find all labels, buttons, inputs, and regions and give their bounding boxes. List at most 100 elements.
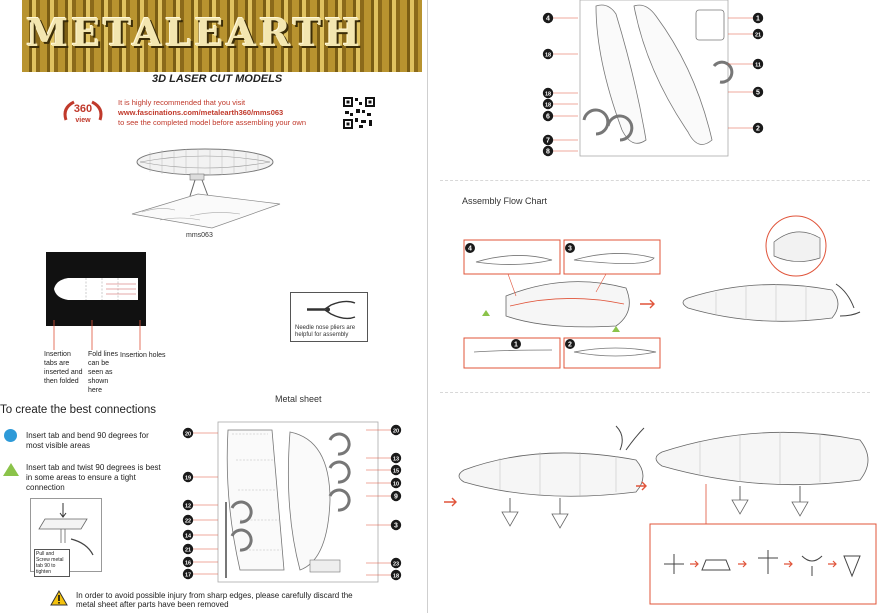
flow-step-number: 2 (568, 341, 572, 348)
flow-step-labels: 4 3 1 2 (465, 243, 575, 349)
part-number-label: 20 (185, 431, 191, 437)
view-360-sub: view (75, 117, 91, 124)
part-number-label: 7 (546, 137, 550, 144)
view-info-url[interactable]: www.fascinations.com/metalearth360/mms06… (118, 108, 284, 117)
section-divider-2 (440, 392, 870, 393)
pliers-tip-box: Needle nose pliers are helpful for assem… (290, 292, 368, 342)
part-number-label: 15 (393, 468, 399, 474)
brand-logo: METALEARTH (26, 10, 363, 55)
metal-sheet-title: Metal sheet (275, 394, 322, 404)
part-number-marker (542, 98, 554, 110)
part-number-marker (542, 145, 554, 157)
flow-step-number: 1 (514, 341, 518, 348)
section-divider-1 (440, 180, 870, 181)
connections-title: To create the best connections (0, 404, 156, 416)
blue-circle-icon (4, 429, 17, 442)
tab-screw-icon (38, 503, 94, 556)
part-number-label: 18 (545, 102, 551, 108)
part-number-marker (390, 424, 402, 436)
part-number-label: 19 (185, 475, 191, 481)
part-number-label: 20 (393, 428, 399, 434)
part-number-label: 21 (755, 32, 761, 38)
flow-step-box-2 (563, 337, 661, 369)
pliers-note: Needle nose pliers are helpful for assem… (295, 325, 356, 338)
qr-code-icon[interactable] (342, 96, 376, 130)
detail-sequence-box (649, 523, 877, 605)
part-number-label: 10 (393, 481, 399, 487)
part-number-marker (182, 556, 194, 568)
part-number-marker (542, 87, 554, 99)
flow-step-number: 3 (568, 245, 572, 252)
assembly-step-two-diagram (444, 425, 877, 605)
brand-banner: METALEARTH 3D LASER CUT MODELS (22, 0, 422, 96)
flow-step-number: 4 (468, 245, 472, 252)
part-number-label: 18 (545, 52, 551, 58)
part-number-label: 18 (545, 91, 551, 97)
flow-step-marker (465, 243, 475, 253)
part-number-marker (752, 86, 764, 98)
part-number-label: 17 (185, 572, 191, 578)
part-number-label: 18 (393, 573, 399, 579)
view-360-icon[interactable]: 360 view (60, 96, 106, 130)
part-number-label: 4 (546, 15, 550, 22)
part-number-label: 8 (546, 148, 550, 155)
flow-step-marker (511, 339, 521, 349)
brand-tagline: 3D LASER CUT MODELS (152, 73, 283, 85)
part-number-marker (182, 499, 194, 511)
callout-fold-lines: Fold lines can be seen as shown here (88, 351, 118, 394)
flow-step-marker (565, 243, 575, 253)
part-number-marker (390, 519, 402, 531)
flow-step-box-4 (463, 239, 561, 275)
view-info-line1: It is highly recommended that you visit (118, 98, 246, 107)
part-number-marker (390, 452, 402, 464)
flow-chart-title: Assembly Flow Chart (462, 196, 548, 206)
page-divider (427, 0, 428, 613)
part-number-marker (752, 122, 764, 134)
part-number-marker (390, 490, 402, 502)
part-number-marker (182, 471, 194, 483)
part-number-label: 1 (756, 15, 760, 22)
part-number-label: 21 (185, 547, 191, 553)
tip-circle-text: Insert tab and bend 90 degrees for most … (26, 431, 149, 450)
part-number-marker (182, 529, 194, 541)
part-number-label: 12 (185, 503, 191, 509)
part-number-label: 22 (185, 518, 191, 524)
part-number-label: 3 (394, 522, 398, 529)
green-triangle-icon (3, 463, 19, 476)
part-number-marker (542, 134, 554, 146)
callout-lines (53, 320, 141, 350)
part-number-marker (390, 557, 402, 569)
part-number-marker (542, 110, 554, 122)
part-number-marker (182, 543, 194, 555)
callout-insertion-tabs: Insertion tabs are inserted and then fol… (44, 351, 83, 385)
part-number-label: 14 (185, 533, 192, 539)
part-number-label: 6 (546, 113, 550, 120)
part-number-marker (752, 58, 764, 70)
part-number-marker (752, 28, 764, 40)
part-number-marker (182, 427, 194, 439)
view-360-info: It is highly recommended that you visit … (118, 98, 306, 128)
callout-insertion-holes: Insertion holes (120, 352, 166, 359)
part-number-label: 23 (393, 561, 399, 567)
part-number-marker (390, 464, 402, 476)
part-number-label: 16 (185, 560, 191, 566)
flow-step-marker (565, 339, 575, 349)
model-id-label: mms063 (186, 232, 213, 239)
part-number-label: 5 (756, 89, 760, 96)
model-preview-image (131, 148, 281, 229)
part-number-marker (182, 514, 194, 526)
part-number-marker (542, 12, 554, 24)
part-number-marker (390, 569, 402, 581)
flow-step-box-3 (563, 239, 661, 275)
tip-triangle-text: Insert tab and twist 90 degrees is best … (26, 463, 161, 492)
needle-nose-pliers-icon (307, 300, 356, 320)
part-number-label: 2 (756, 125, 760, 132)
assembly-flow-diagram: 4 3 1 2 (463, 215, 861, 369)
fold-detail-image (46, 252, 146, 326)
part-number-marker (752, 12, 764, 24)
pull-screw-label: Pull and Screw metal tab 90 to tighten (34, 549, 70, 577)
